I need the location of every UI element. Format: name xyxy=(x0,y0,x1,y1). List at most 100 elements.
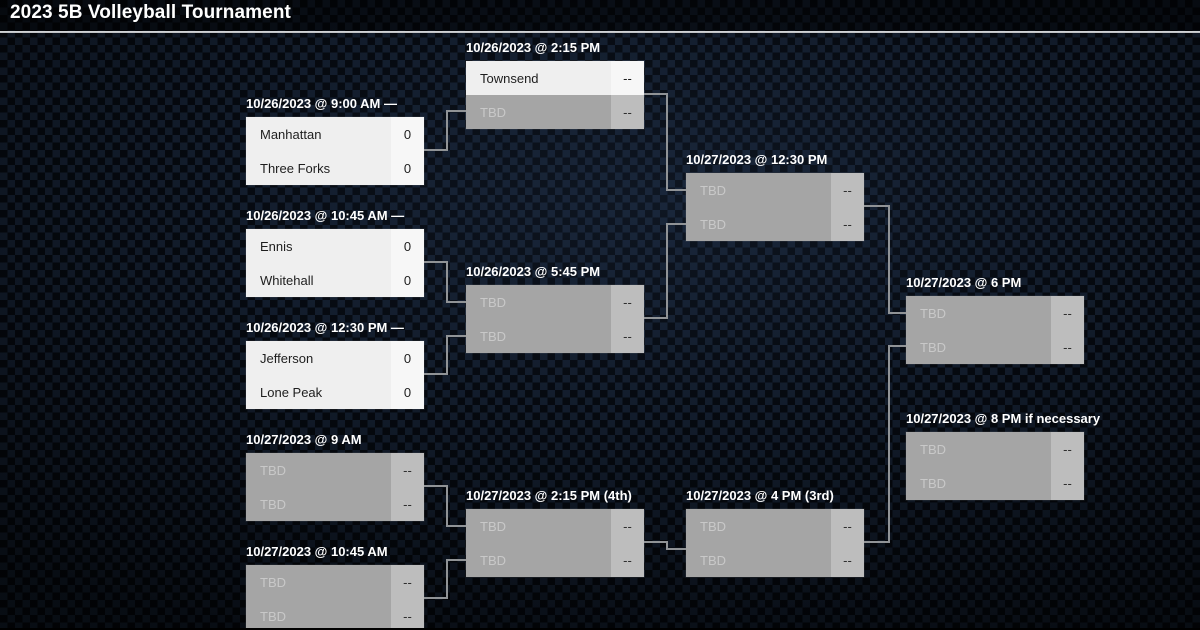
matchup-box[interactable]: TBD -- TBD -- xyxy=(246,453,424,521)
team-name: TBD xyxy=(700,552,726,568)
team-score: -- xyxy=(1051,466,1084,500)
match-datetime: 10/26/2023 @ 5:45 PM xyxy=(466,264,601,279)
connector-3rd-to-championship xyxy=(864,541,890,543)
team-row[interactable]: Jefferson 0 xyxy=(246,341,424,375)
connector-3rd-to-championship xyxy=(888,345,890,543)
connector-sf2-to-final xyxy=(666,223,668,319)
connector-sf1-to-final xyxy=(666,93,668,191)
team-row[interactable]: TBD -- xyxy=(906,432,1084,466)
match-winners-final: 10/27/2023 @ 12:30 PM TBD -- TBD -- xyxy=(686,153,864,241)
match-round1-game2: 10/26/2023 @ 10:45 AM — Ennis 0 Whitehal… xyxy=(246,209,424,297)
match-fourth-place-game: 10/27/2023 @ 2:15 PM (4th) TBD -- TBD -- xyxy=(466,489,644,577)
team-name: TBD xyxy=(260,462,286,478)
connector-cons1-to-4th xyxy=(446,525,466,527)
matchup-box[interactable]: TBD -- TBD -- xyxy=(686,173,864,241)
team-row[interactable]: TBD -- xyxy=(246,453,424,487)
team-score: -- xyxy=(611,285,644,319)
team-row[interactable]: TBD -- xyxy=(906,330,1084,364)
connector-r1g1-to-sf1 xyxy=(446,110,466,112)
team-name: TBD xyxy=(260,608,286,624)
match-datetime: 10/27/2023 @ 12:30 PM xyxy=(686,152,828,167)
matchup-box[interactable]: Jefferson 0 Lone Peak 0 xyxy=(246,341,424,409)
team-score: 0 xyxy=(391,263,424,297)
match-round1-game1: 10/26/2023 @ 9:00 AM — Manhattan 0 Three… xyxy=(246,97,424,185)
team-row[interactable]: Townsend -- xyxy=(466,61,644,95)
team-score: -- xyxy=(831,509,864,543)
match-consolation-game1: 10/27/2023 @ 9 AM TBD -- TBD -- xyxy=(246,433,424,521)
connector-r1g2-to-sf2 xyxy=(446,261,448,303)
connector-final-to-championship xyxy=(888,205,890,314)
team-row[interactable]: Whitehall 0 xyxy=(246,263,424,297)
connector-r1g2-to-sf2 xyxy=(446,301,466,303)
team-score: -- xyxy=(391,453,424,487)
team-score: 0 xyxy=(391,151,424,185)
team-name: TBD xyxy=(480,104,506,120)
title-divider xyxy=(0,31,1200,33)
team-score: -- xyxy=(391,487,424,521)
match-datetime: 10/27/2023 @ 10:45 AM xyxy=(246,544,388,559)
team-row[interactable]: TBD -- xyxy=(686,173,864,207)
team-row[interactable]: TBD -- xyxy=(686,207,864,241)
match-datetime: 10/27/2023 @ 2:15 PM (4th) xyxy=(466,488,632,503)
team-row[interactable]: TBD -- xyxy=(246,565,424,599)
match-datetime: 10/27/2023 @ 4 PM (3rd) xyxy=(686,488,834,503)
team-row[interactable]: Ennis 0 xyxy=(246,229,424,263)
connector-cons2-to-4th xyxy=(424,597,448,599)
team-score: -- xyxy=(611,95,644,129)
team-name: Jefferson xyxy=(260,350,314,366)
connector-final-to-championship xyxy=(864,205,890,207)
match-datetime: 10/26/2023 @ 9:00 AM — xyxy=(246,96,397,111)
matchup-box[interactable]: TBD -- TBD -- xyxy=(466,509,644,577)
matchup-box[interactable]: TBD -- TBD -- xyxy=(906,432,1084,500)
team-row[interactable]: TBD -- xyxy=(686,509,864,543)
team-row[interactable]: TBD -- xyxy=(906,466,1084,500)
team-row[interactable]: Three Forks 0 xyxy=(246,151,424,185)
match-semifinal-game1: 10/26/2023 @ 2:15 PM Townsend -- TBD -- xyxy=(466,41,644,129)
matchup-box[interactable]: TBD -- TBD -- xyxy=(906,296,1084,364)
match-datetime: 10/27/2023 @ 6 PM xyxy=(906,275,1022,290)
match-semifinal-game2: 10/26/2023 @ 5:45 PM TBD -- TBD -- xyxy=(466,265,644,353)
team-row[interactable]: TBD -- xyxy=(246,599,424,630)
team-row[interactable]: TBD -- xyxy=(466,543,644,577)
team-name: TBD xyxy=(480,518,506,534)
matchup-box[interactable]: TBD -- TBD -- xyxy=(466,285,644,353)
team-row[interactable]: TBD -- xyxy=(246,487,424,521)
team-row[interactable]: TBD -- xyxy=(466,95,644,129)
team-score: -- xyxy=(1051,296,1084,330)
matchup-box[interactable]: Manhattan 0 Three Forks 0 xyxy=(246,117,424,185)
matchup-box[interactable]: Townsend -- TBD -- xyxy=(466,61,644,129)
team-name: TBD xyxy=(700,216,726,232)
team-row[interactable]: Manhattan 0 xyxy=(246,117,424,151)
team-name: Lone Peak xyxy=(260,384,323,400)
matchup-box[interactable]: TBD -- TBD -- xyxy=(246,565,424,630)
connector-cons1-to-4th xyxy=(424,485,448,487)
connector-cons2-to-4th xyxy=(446,559,466,561)
team-name: Manhattan xyxy=(260,126,322,142)
team-row[interactable]: TBD -- xyxy=(466,319,644,353)
connector-4th-to-3rd xyxy=(666,548,686,550)
connector-r1g1-to-sf1 xyxy=(424,149,448,151)
matchup-box[interactable]: TBD -- TBD -- xyxy=(686,509,864,577)
team-name: TBD xyxy=(480,294,506,310)
connector-cons1-to-4th xyxy=(446,485,448,527)
team-name: TBD xyxy=(700,182,726,198)
team-name: TBD xyxy=(260,574,286,590)
team-row[interactable]: TBD -- xyxy=(466,285,644,319)
team-score: 0 xyxy=(391,341,424,375)
match-datetime: 10/27/2023 @ 9 AM xyxy=(246,432,362,447)
team-name: TBD xyxy=(480,328,506,344)
matchup-box[interactable]: Ennis 0 Whitehall 0 xyxy=(246,229,424,297)
team-score: -- xyxy=(1051,432,1084,466)
team-score: 0 xyxy=(391,375,424,409)
connector-r1g3-to-sf2 xyxy=(446,335,466,337)
team-name: Ennis xyxy=(260,238,293,254)
team-row[interactable]: TBD -- xyxy=(466,509,644,543)
team-score: -- xyxy=(831,543,864,577)
team-row[interactable]: Lone Peak 0 xyxy=(246,375,424,409)
team-row[interactable]: TBD -- xyxy=(906,296,1084,330)
team-row[interactable]: TBD -- xyxy=(686,543,864,577)
team-score: -- xyxy=(831,173,864,207)
team-name: TBD xyxy=(920,305,946,321)
